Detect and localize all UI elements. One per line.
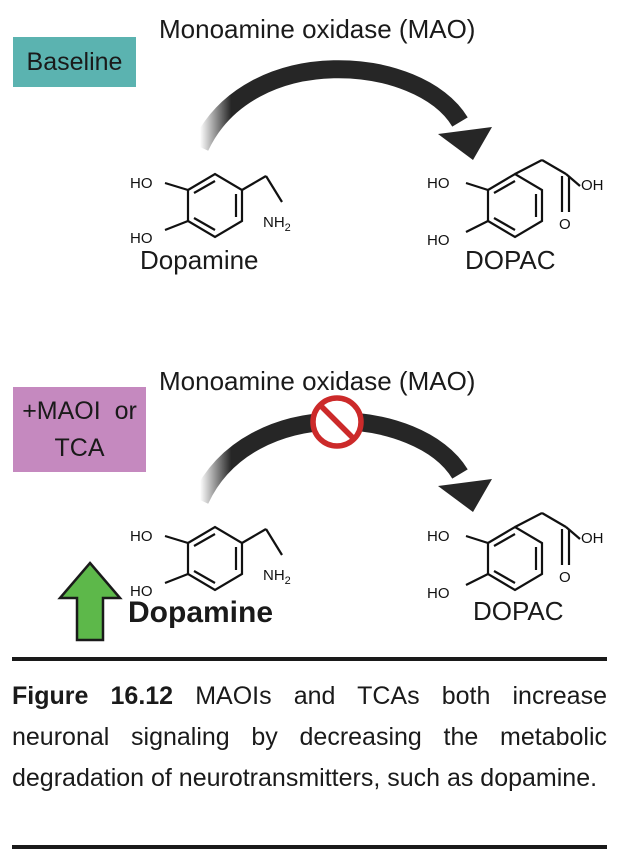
dopamine-structure-inhibited (164, 525, 283, 592)
reaction-diagram-baseline: HO HO NH2 HO HO OH O (130, 60, 604, 249)
dopamine-structure-baseline (164, 172, 283, 239)
dopamine-ho-top-label: HO (130, 528, 153, 545)
dopac-ho-top-label: HO (427, 175, 450, 192)
dopac-ho-top-label: HO (427, 528, 450, 545)
reaction-arrow-baseline (191, 60, 468, 152)
product-name-baseline: DOPAC (465, 245, 556, 275)
condition-label-baseline: Baseline (26, 47, 123, 76)
dopac-o-label: O (559, 569, 571, 586)
figure-number: Figure 16.12 (12, 682, 174, 710)
figure-caption: Figure 16.12 MAOIs and TCAs both increas… (12, 676, 607, 799)
caption-top-rule (12, 657, 607, 661)
condition-box-inhibited: +MAOI or TCA (13, 387, 146, 472)
condition-box-baseline: Baseline (13, 37, 136, 87)
dopamine-ho-top-label: HO (130, 175, 153, 192)
condition-label-line2: TCA (54, 433, 105, 462)
dopac-structure-baseline (465, 159, 581, 239)
dopamine-amine-label: NH2 (263, 214, 291, 234)
condition-label-line1: +MAOI or (22, 397, 137, 426)
caption-text: MAOIs and TCAs both increase neuronal si… (12, 682, 607, 792)
arrowhead-icon (438, 479, 492, 512)
dopamine-ho-bottom-label: HO (130, 583, 153, 600)
substrate-name-baseline: Dopamine (140, 245, 259, 275)
prohibition-icon (310, 395, 364, 449)
substrate-name-inhibited: Dopamine (128, 596, 274, 629)
arrowhead-icon (438, 127, 492, 160)
dopac-o-label: O (559, 216, 571, 233)
dopac-ho-bottom-label: HO (427, 232, 450, 249)
reaction-diagram-inhibited: HO HO NH2 HO HO OH O (57, 395, 604, 642)
dopac-oh-label: OH (581, 530, 604, 547)
enzyme-label-inhibited: Monoamine oxidase (MAO) (159, 366, 476, 396)
enzyme-label-baseline: Monoamine oxidase (MAO) (159, 14, 476, 44)
caption-bottom-rule (12, 845, 607, 849)
dopac-ho-bottom-label: HO (427, 585, 450, 602)
dopac-structure-inhibited (465, 512, 581, 592)
dopac-oh-label: OH (581, 177, 604, 194)
increase-arrow-icon (57, 561, 123, 642)
dopamine-amine-label: NH2 (263, 567, 291, 587)
product-name-inhibited: DOPAC (473, 596, 564, 626)
dopamine-ho-bottom-label: HO (130, 230, 153, 247)
